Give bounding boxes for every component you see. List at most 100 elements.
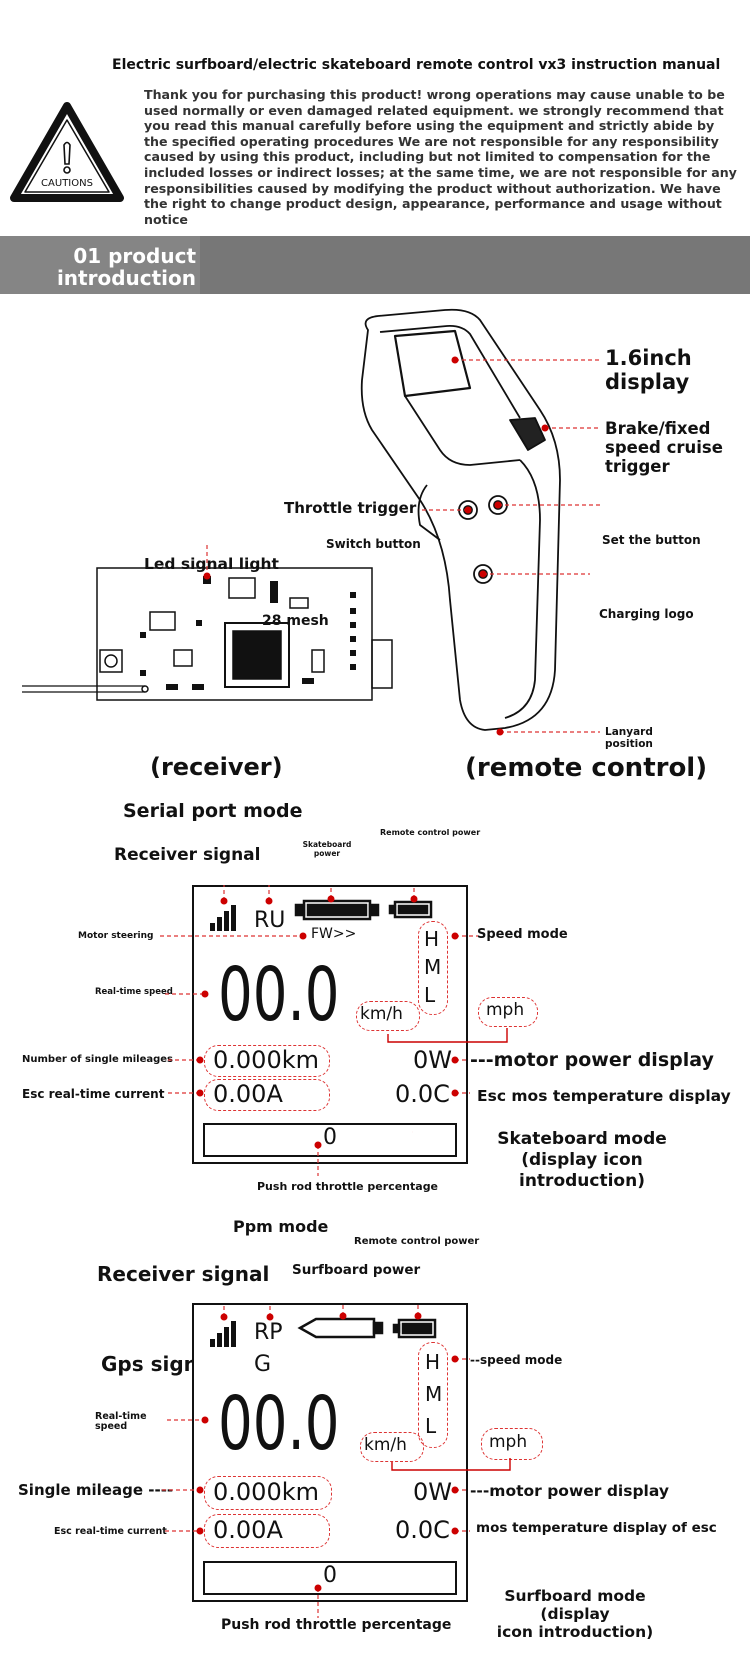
surf-signal-bars-icon xyxy=(210,1321,236,1347)
surfboard-battery-icon xyxy=(297,1317,384,1339)
skate-mode-l: L xyxy=(424,983,436,1007)
remote-control-drawing xyxy=(360,308,561,731)
surf-mode-caption: Surfboard mode (display icon introductio… xyxy=(470,1587,680,1641)
display-label-line1: 1.6inch xyxy=(605,346,692,370)
skate-caption-line3: introduction) xyxy=(519,1171,645,1191)
surf-speed-mode-letters: H M L xyxy=(425,1346,442,1442)
surf-power-value: 0W xyxy=(413,1478,452,1506)
serial-mode-label: Serial port mode xyxy=(123,800,303,822)
surf-unit-mph: mph xyxy=(489,1432,528,1452)
brake-label-line1: Brake/fixed xyxy=(605,419,711,438)
product-leader-lines xyxy=(206,359,600,733)
surf-display-icons xyxy=(210,1303,437,1347)
skate-mos-temp-label: Esc mos temperature display xyxy=(477,1087,731,1105)
skate-speed-mode-letters: H M L xyxy=(424,925,441,1009)
skate-speed-mode-highlight xyxy=(418,921,448,1015)
led-signal-label: Led signal light xyxy=(144,555,279,573)
skate-throttle-bar xyxy=(203,1123,457,1157)
skate-realtime-speed-label: Real-time speed xyxy=(95,987,173,997)
caution-label: CAUTIONS xyxy=(41,178,93,189)
remote-control-caption: (remote control) xyxy=(465,753,708,783)
skate-unit-kmh: km/h xyxy=(360,1004,403,1024)
surf-throttle-value: 0 xyxy=(323,1563,337,1588)
skate-board-battery-icon xyxy=(294,899,380,921)
skate-signal-bars-icon xyxy=(210,905,236,931)
surf-gps-letter: G xyxy=(254,1352,272,1377)
skate-temp-value: 0.0C xyxy=(395,1080,450,1108)
skate-motor-power-label: ---motor power display xyxy=(470,1049,714,1071)
mesh-label: 28 mesh xyxy=(262,613,329,629)
surf-remote-power-label: Remote control power xyxy=(354,1236,480,1247)
surf-mileage-value: 0.000km xyxy=(213,1478,319,1506)
skate-unit-mph: mph xyxy=(486,1000,525,1020)
surf-receiver-signal-label: Receiver signal xyxy=(97,1262,270,1286)
skate-kmh-highlight xyxy=(356,1001,420,1031)
section-title: 01 product introduction xyxy=(0,245,196,289)
surf-temp-value: 0.0C xyxy=(395,1516,450,1544)
throttle-trigger-label: Throttle trigger xyxy=(284,499,417,517)
skate-mode-caption: Skateboard mode (display icon introducti… xyxy=(497,1129,667,1192)
surf-caption-line2: icon introduction) xyxy=(496,1623,654,1641)
lanyard-label: Lanyard position xyxy=(605,726,653,750)
skate-leader-lines xyxy=(160,932,508,1176)
skate-km-highlight xyxy=(204,1045,330,1077)
skate-mode-m: M xyxy=(424,955,442,979)
skate-current-value: 0.00A xyxy=(213,1080,283,1108)
switch-button-label: Switch button xyxy=(326,537,421,551)
skate-mode-code: RU xyxy=(254,908,286,933)
skate-amps-highlight xyxy=(204,1079,330,1111)
surf-amps-highlight xyxy=(204,1514,330,1548)
surf-mode-code: RP xyxy=(254,1320,283,1345)
skate-power-value: 0W xyxy=(413,1046,452,1074)
surf-unit-kmh: km/h xyxy=(364,1435,407,1455)
display-label: 1.6inch display xyxy=(605,346,692,394)
lanyard-label-line2: position xyxy=(605,738,653,750)
product-diagram xyxy=(22,308,600,736)
skateboard-power-label: Skateboard power xyxy=(302,840,352,858)
surfboard-power-label: Surfboard power xyxy=(292,1262,421,1278)
surf-motor-power-label: ---motor power display xyxy=(470,1482,669,1500)
surf-mileage-label: Single mileage ---- xyxy=(18,1481,174,1499)
surf-km-highlight xyxy=(204,1476,332,1510)
skate-mileage-value: 0.000km xyxy=(213,1046,319,1074)
skate-mph-highlight xyxy=(478,997,538,1027)
motor-steering-label: Motor steering xyxy=(78,931,154,941)
surf-kmh-highlight xyxy=(360,1432,424,1462)
charging-logo-label: Charging logo xyxy=(599,607,694,621)
lanyard-label-line1: Lanyard xyxy=(605,726,653,738)
surf-mode-m: M xyxy=(425,1382,443,1406)
skate-mode-h: H xyxy=(424,927,440,951)
skate-throttle-pct-label: Push rod throttle percentage xyxy=(257,1180,439,1193)
surf-speed-mode-label: --speed mode xyxy=(470,1353,563,1367)
skate-current-label: Esc real-time current xyxy=(22,1087,165,1101)
skateboard-power-line1: Skateboard xyxy=(302,840,352,849)
skate-caption-line1: Skateboard mode xyxy=(497,1129,667,1149)
surf-current-value: 0.00A xyxy=(213,1516,283,1544)
brake-trigger-label: Brake/fixed speed cruise trigger xyxy=(605,419,723,476)
brake-label-line3: trigger xyxy=(605,457,670,476)
surf-leader-lines xyxy=(162,1355,511,1618)
skate-display-icons xyxy=(210,885,433,931)
section-banner-tab xyxy=(0,236,200,294)
intro-paragraph: Thank you for purchasing this product! w… xyxy=(144,87,737,227)
surf-throttle-bar xyxy=(203,1561,457,1595)
surf-mph-highlight xyxy=(481,1428,543,1460)
skate-direction-indicator: FW>> xyxy=(311,926,357,942)
section-title-line2: introduction xyxy=(56,266,196,290)
receiver-board-drawing xyxy=(22,567,393,701)
caution-triangle-icon xyxy=(10,102,124,202)
skate-throttle-value: 0 xyxy=(323,1125,337,1150)
surf-mos-temp-label: mos temperature display of esc xyxy=(476,1520,717,1536)
surf-realtime-line1: Real-time xyxy=(95,1411,147,1422)
surf-speed-mode-highlight xyxy=(418,1342,448,1448)
surf-remote-battery-icon xyxy=(392,1318,437,1339)
set-button-label: Set the button xyxy=(602,533,701,547)
skate-mileage-label: Number of single mileages xyxy=(22,1054,174,1065)
surf-realtime-line2: speed xyxy=(95,1421,128,1432)
surf-caption-line1: Surfboard mode (display xyxy=(504,1587,646,1623)
surf-realtime-speed-label: Real-time speed xyxy=(95,1412,147,1432)
skate-speed-value: 00.0 xyxy=(218,952,340,1038)
surf-mode-l: L xyxy=(425,1414,437,1438)
skate-caption-line2: (display icon xyxy=(521,1150,643,1170)
surf-mode-h: H xyxy=(425,1350,441,1374)
